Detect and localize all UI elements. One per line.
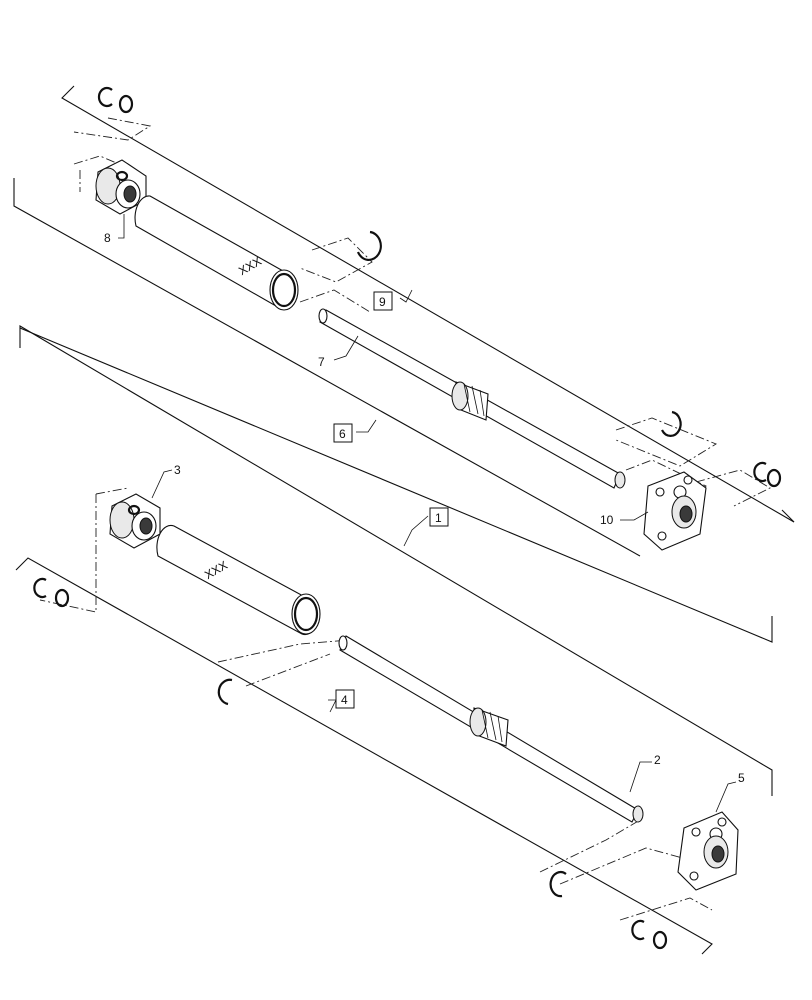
kit-bracket-6 [13, 178, 641, 557]
callout-6[interactable]: 6 [333, 423, 353, 443]
callout-9-label: 9 [379, 295, 386, 309]
seal-set-icon-upper-right [753, 461, 782, 488]
seal-set-icon-upper-left [97, 86, 134, 114]
snap-ring-icon [217, 678, 233, 706]
kit-bracket-9 [61, 85, 795, 523]
callout-8[interactable]: 8 [104, 231, 111, 245]
head-upper [643, 471, 707, 551]
callout-5[interactable]: 5 [738, 771, 745, 785]
callout-10-label: 10 [600, 513, 614, 527]
leader-lines [118, 214, 737, 813]
callout-2-label: 2 [654, 753, 661, 767]
gland-lower [109, 493, 161, 549]
callout-4-label: 4 [341, 693, 348, 707]
callout-3[interactable]: 3 [174, 463, 181, 477]
callout-1[interactable]: 1 [429, 507, 449, 527]
seal-set-icon-lower-right [631, 919, 668, 950]
kit-bracket-1 [19, 325, 773, 796]
gland-upper [95, 159, 147, 215]
callout-2[interactable]: 2 [654, 753, 661, 767]
seal-set-icon-lower-left [33, 577, 70, 608]
callout-3-label: 3 [174, 463, 181, 477]
snap-ring-icon [356, 230, 382, 262]
assembly-lines-lower [39, 487, 713, 921]
snap-ring-icon [549, 871, 567, 898]
callout-4[interactable]: 4 [335, 689, 355, 709]
rod-upper [318, 308, 626, 489]
callout-6-label: 6 [339, 427, 346, 441]
head-lower [677, 811, 739, 891]
kit-bracket-4 [15, 557, 713, 955]
callout-7[interactable]: 7 [318, 355, 325, 369]
callout-5-label: 5 [738, 771, 745, 785]
callout-1-label: 1 [435, 511, 442, 525]
callout-8-label: 8 [104, 231, 111, 245]
rod-lower [338, 635, 644, 823]
barrel-upper: XXX [134, 195, 299, 311]
snap-ring-icon [661, 410, 682, 437]
callout-9[interactable]: 9 [373, 291, 393, 311]
callout-7-label: 7 [318, 355, 325, 369]
callout-10[interactable]: 10 [600, 513, 614, 527]
barrel-lower: XXX [156, 524, 321, 636]
